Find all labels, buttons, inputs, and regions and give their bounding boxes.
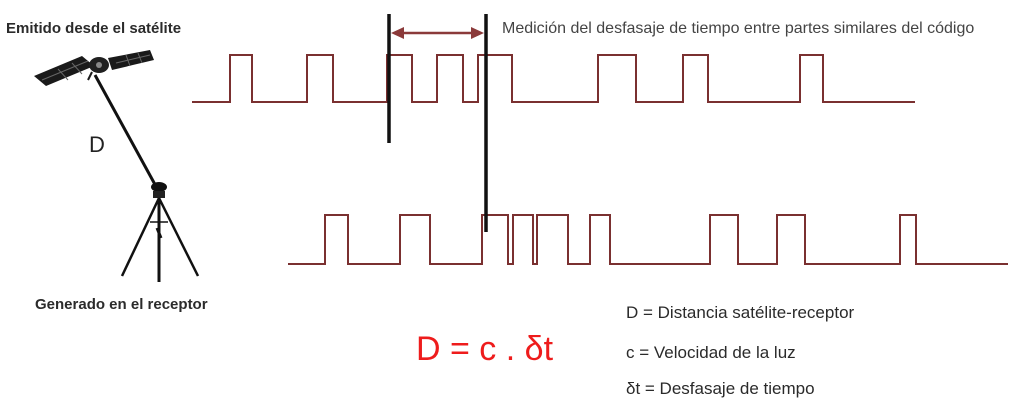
- formula: D = c . δt: [416, 330, 554, 368]
- measurement-label: Medición del desfasaje de tiempo entre p…: [502, 20, 975, 37]
- satellite-code-wave: [192, 54, 915, 103]
- legend-distance: D = Distancia satélite-receptor: [626, 303, 855, 322]
- emitted-label: Emitido desde el satélite: [6, 20, 182, 37]
- satellite-icon: [34, 50, 154, 86]
- generated-label: Generado en el receptor: [35, 296, 208, 313]
- time-offset-arrow: [391, 27, 484, 39]
- tripod-receiver-icon: [120, 182, 200, 282]
- legend-speed-of-light: c = Velocidad de la luz: [626, 343, 796, 362]
- receiver-code-wave: [288, 214, 1008, 265]
- distance-symbol: D: [89, 132, 105, 157]
- legend-time-offset: δt = Desfasaje de tiempo: [626, 379, 815, 398]
- distance-line: [93, 74, 160, 191]
